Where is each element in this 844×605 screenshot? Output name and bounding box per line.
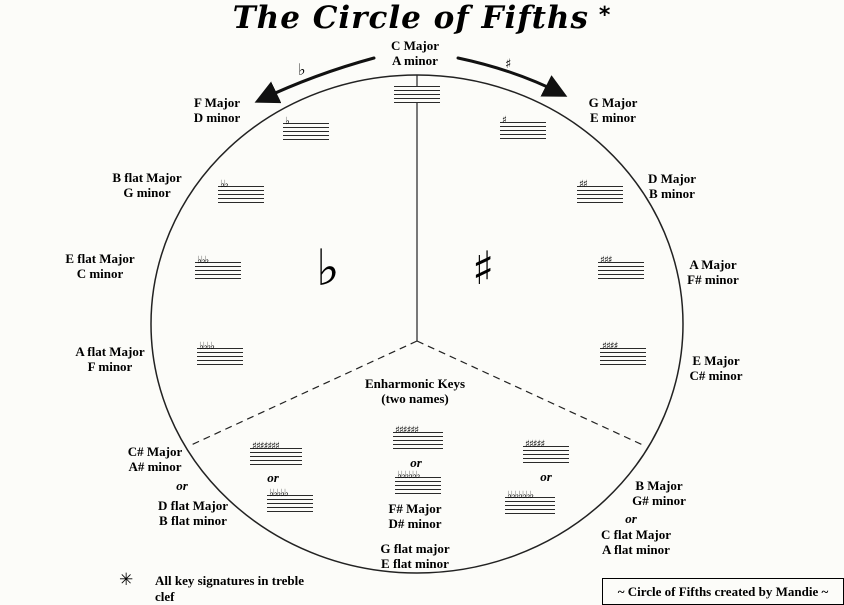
- minor-name: C minor: [76, 266, 124, 281]
- minor-name: F# minor: [687, 272, 739, 287]
- staff-e: ♯♯♯♯: [600, 342, 646, 365]
- major-name: A flat Major: [75, 344, 145, 359]
- key-label-dflat: D flat Major B flat minor: [158, 498, 228, 528]
- flat-hint-icon: ♭: [298, 60, 306, 79]
- staff-d: ♯♯: [577, 180, 623, 203]
- staff-csharp: ♯♯♯♯♯♯♯: [250, 442, 302, 465]
- staff-accidentals: ♯♯♯♯♯♯♯: [252, 441, 280, 452]
- major-name: B Major: [635, 478, 683, 493]
- or-staff-left: or: [267, 470, 279, 485]
- flat-direction-arrow: [254, 56, 376, 104]
- minor-name: A flat minor: [602, 542, 670, 557]
- title-asterisk-icon: *: [598, 3, 612, 28]
- key-label-a: A Major F# minor: [687, 257, 739, 287]
- key-label-fsharp: F# Major D# minor: [388, 501, 441, 531]
- staff-accidentals: ♭♭♭♭♭♭: [397, 470, 420, 481]
- major-name: D flat Major: [157, 498, 229, 513]
- key-label-e: E Major C# minor: [689, 353, 742, 383]
- major-name: C flat Major: [600, 527, 672, 542]
- key-label-cflat: C flat Major A flat minor: [601, 527, 671, 557]
- staff-accidentals: ♯♯♯: [600, 255, 612, 266]
- staff-accidentals: ♭♭♭♭♭♭♭: [507, 490, 534, 501]
- minor-name: C# minor: [689, 368, 743, 383]
- footnote-line2: clef: [155, 589, 175, 604]
- staff-accidentals: ♭♭♭♭: [199, 341, 215, 352]
- staff-b: ♯♯♯♯♯: [523, 440, 569, 463]
- footnote-text: All key signatures in treble clef: [155, 573, 304, 605]
- staff-a: ♯♯♯: [598, 256, 644, 279]
- major-name: D Major: [647, 171, 697, 186]
- staff-accidentals: ♭♭♭♭♭: [269, 488, 289, 499]
- minor-name: D# minor: [388, 516, 442, 531]
- key-label-b: B Major G# minor: [632, 478, 686, 508]
- major-name: A Major: [689, 257, 737, 272]
- staff-fsharp: ♯♯♯♯♯♯: [393, 426, 443, 449]
- footnote-asterisk-icon: ✳: [119, 570, 134, 590]
- key-label-c: C Major A minor: [391, 38, 439, 68]
- page-title: The Circle of Fifths *: [233, 0, 612, 36]
- minor-name: A# minor: [128, 459, 182, 474]
- or-staff-right: or: [540, 469, 552, 484]
- or-staff-center: or: [410, 455, 422, 470]
- big-flat-icon: ♭: [316, 239, 340, 297]
- or-label-left: or: [176, 478, 188, 493]
- minor-name: D minor: [193, 110, 241, 125]
- minor-name: B minor: [649, 186, 695, 201]
- staff-accidentals: ♯♯: [579, 179, 588, 190]
- key-label-gflat: G flat major E flat minor: [380, 541, 449, 571]
- staff-c: [394, 86, 440, 103]
- staff-bflat: ♭♭: [218, 180, 264, 203]
- major-name: G Major: [588, 95, 638, 110]
- major-name: C# Major: [127, 444, 183, 459]
- key-label-aflat: A flat Major F minor: [75, 344, 144, 374]
- staff-f: ♭: [283, 117, 329, 140]
- key-label-bflat: B flat Major G minor: [112, 170, 181, 200]
- enharmonic-line2: (two names): [381, 391, 449, 406]
- minor-name: A minor: [392, 53, 438, 68]
- major-name: E flat Major: [65, 251, 135, 266]
- credit-box: ~ Circle of Fifths created by Mandie ~: [602, 578, 844, 605]
- credit-text: ~ Circle of Fifths created by Mandie ~: [617, 584, 829, 599]
- major-name: B flat Major: [112, 170, 182, 185]
- major-name: G flat major: [380, 541, 450, 556]
- major-name: F Major: [193, 95, 241, 110]
- staff-g: ♯: [500, 116, 546, 139]
- staff-gflat: ♭♭♭♭♭♭: [395, 471, 441, 494]
- staff-accidentals: ♯♯♯♯: [602, 341, 618, 352]
- major-name: E Major: [692, 353, 740, 368]
- staff-aflat: ♭♭♭♭: [197, 342, 243, 365]
- staff-accidentals: ♯♯♯♯♯♯: [395, 425, 419, 436]
- minor-name: E flat minor: [381, 556, 449, 571]
- footnote-line1: All key signatures in treble: [155, 573, 305, 588]
- staff-accidentals: ♭♭: [220, 179, 229, 190]
- enharmonic-keys-label: Enharmonic Keys (two names): [365, 376, 465, 406]
- staff-accidentals: ♭: [285, 116, 290, 127]
- sharp-hint-icon: ♯: [505, 57, 512, 72]
- key-label-csharp: C# Major A# minor: [128, 444, 183, 474]
- staff-accidentals: ♯♯♯♯♯: [525, 439, 545, 450]
- minor-name: G# minor: [632, 493, 686, 508]
- enharmonic-line1: Enharmonic Keys: [364, 376, 466, 391]
- circle-outline: [150, 74, 684, 574]
- staff-eflat: ♭♭♭: [195, 256, 241, 279]
- staff-accidentals: ♯: [502, 115, 507, 126]
- key-label-g: G Major E minor: [589, 95, 638, 125]
- key-label-d: D Major B minor: [648, 171, 696, 201]
- minor-name: B flat minor: [159, 513, 227, 528]
- minor-name: F minor: [87, 359, 133, 374]
- minor-name: G minor: [123, 185, 171, 200]
- big-sharp-icon: ♯: [472, 241, 495, 295]
- major-name: C Major: [390, 38, 440, 53]
- key-label-eflat: E flat Major C minor: [65, 251, 134, 281]
- staff-dflat: ♭♭♭♭♭: [267, 489, 313, 512]
- key-label-f: F Major D minor: [194, 95, 241, 125]
- or-label-right: or: [625, 511, 637, 526]
- staff-accidentals: ♭♭♭: [197, 255, 209, 266]
- staff-cflat: ♭♭♭♭♭♭♭: [505, 491, 555, 514]
- minor-name: E minor: [590, 110, 636, 125]
- major-name: F# Major: [388, 501, 442, 516]
- title-text: The Circle of Fifths: [232, 0, 589, 36]
